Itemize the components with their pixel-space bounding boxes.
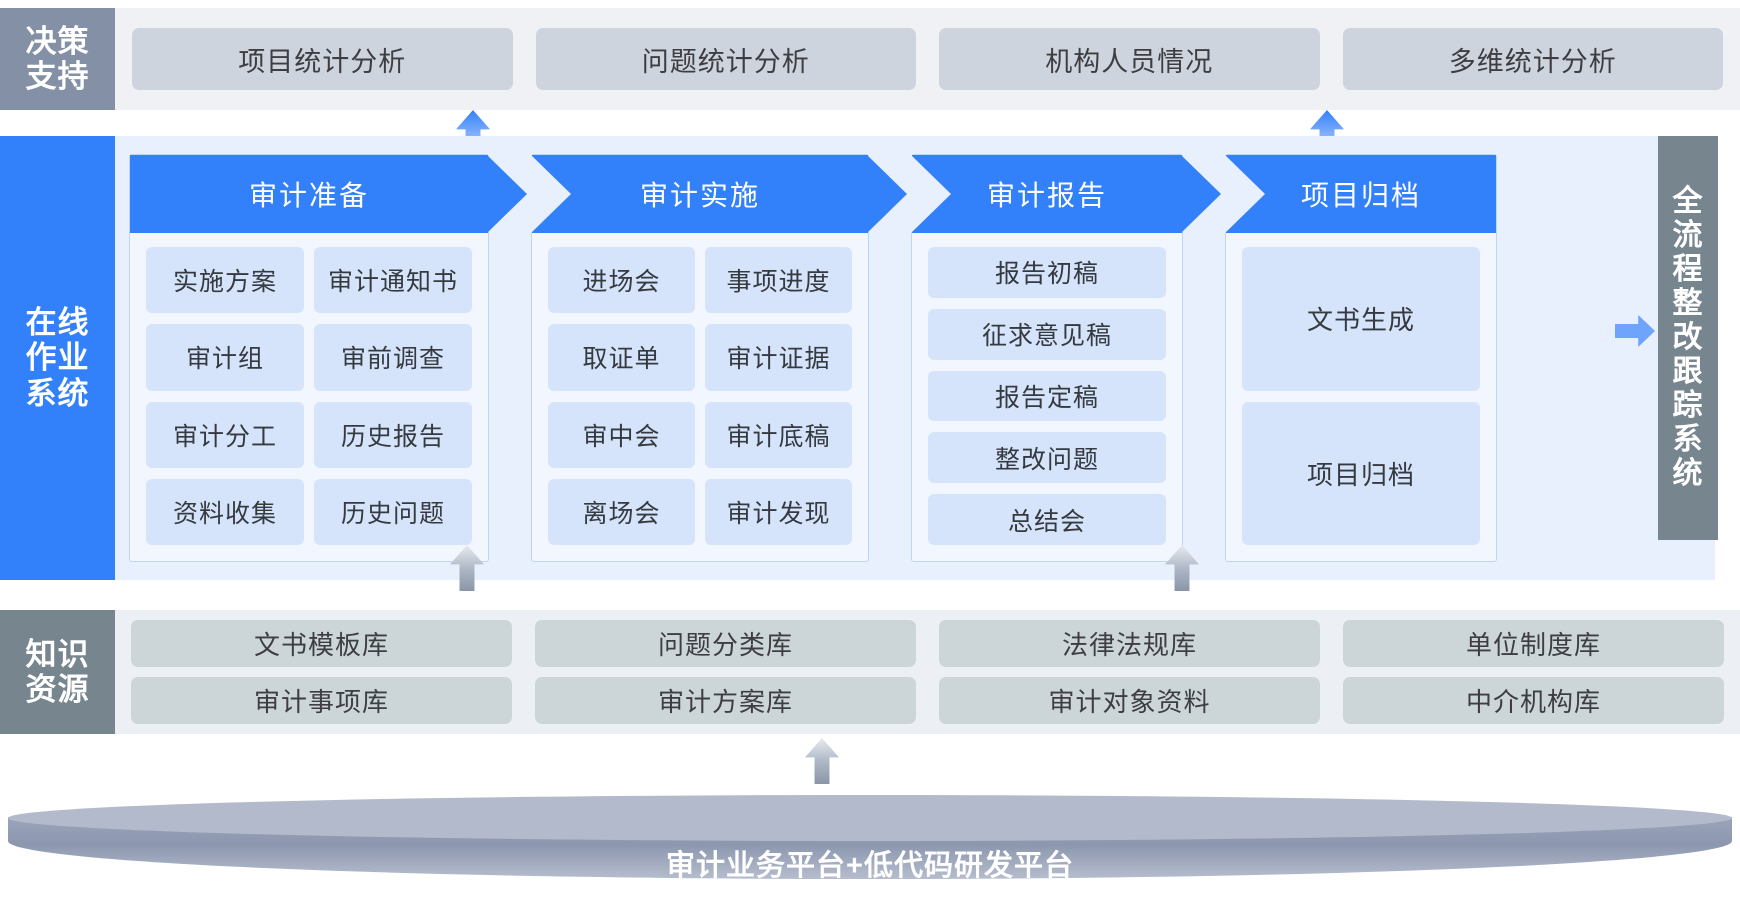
tile-entry-meeting[interactable]: 进场会: [548, 247, 695, 314]
decision-card-issue-stats[interactable]: 问题统计分析: [535, 28, 916, 90]
tile-audit-division[interactable]: 审计分工: [146, 401, 304, 468]
tile-item-progress[interactable]: 事项进度: [705, 247, 852, 314]
band-label-line-2: 作业: [25, 340, 90, 376]
band-label-line-2: 资源: [25, 672, 90, 707]
band-label-line-1: 在线: [25, 305, 90, 340]
knowledge-card-document-template-library[interactable]: 文书模板库: [131, 620, 512, 667]
tile-project-archive[interactable]: 项目归档: [1242, 401, 1480, 545]
cylinder-top-ellipse: [8, 795, 1732, 841]
online-work-system-row: 在线 作业 系统 审计准备 实施方案 审计通知书 审计组 审前调查 审计分工 历…: [0, 136, 1740, 580]
knowledge-cards: 文书模板库 问题分类库 法律法规库 单位制度库 审计事项库 审计方案库 审计对象…: [115, 610, 1740, 734]
stage-title-audit-execution: 审计实施: [531, 155, 907, 233]
stage-items-audit-report: 报告初稿 征求意见稿 报告定稿 整改问题 总结会: [912, 233, 1182, 561]
knowledge-resources-row: 知识 资源 文书模板库 问题分类库 法律法规库 单位制度库 审计事项库 审计方案…: [0, 610, 1740, 734]
decision-card-multidim-stats[interactable]: 多维统计分析: [1342, 28, 1723, 90]
right-spacer: [1715, 136, 1740, 580]
tile-audit-team[interactable]: 审计组: [146, 324, 304, 391]
tracking-system-label: 全流程整改跟踪系统: [1672, 185, 1704, 490]
knowledge-card-issue-classification-library[interactable]: 问题分类库: [535, 620, 916, 667]
band-label-line-1: 知识: [25, 636, 90, 672]
tile-audit-findings[interactable]: 审计发现: [705, 478, 852, 545]
tile-comment-draft[interactable]: 征求意见稿: [928, 308, 1166, 360]
stage-title-audit-preparation: 审计准备: [130, 155, 527, 233]
knowledge-row-2: 审计事项库 审计方案库 审计对象资料 中介机构库: [131, 677, 1724, 724]
band-label-line-2: 支持: [25, 59, 90, 94]
tile-summary-meeting[interactable]: 总结会: [928, 494, 1166, 545]
tile-mid-audit-meeting[interactable]: 审中会: [548, 401, 695, 468]
tile-evidence-form[interactable]: 取证单: [548, 324, 695, 391]
tile-historical-issues[interactable]: 历史问题: [314, 478, 472, 545]
stage-audit-preparation: 审计准备 实施方案 审计通知书 审计组 审前调查 审计分工 历史报告 资料收集 …: [129, 154, 527, 562]
tile-final-report[interactable]: 报告定稿: [928, 370, 1166, 422]
tile-rectification-issues[interactable]: 整改问题: [928, 432, 1166, 484]
band-label-online-work-system: 在线 作业 系统: [0, 136, 115, 580]
stage-title-audit-report: 审计报告: [911, 155, 1221, 233]
decision-card-org-personnel[interactable]: 机构人员情况: [939, 28, 1320, 90]
stage-audit-report: 审计报告 报告初稿 征求意见稿 报告定稿 整改问题 总结会: [911, 154, 1221, 562]
knowledge-card-audit-target-materials[interactable]: 审计对象资料: [939, 677, 1320, 724]
stage-items-audit-preparation: 实施方案 审计通知书 审计组 审前调查 审计分工 历史报告 资料收集 历史问题: [130, 233, 488, 561]
workflow-stages: 审计准备 实施方案 审计通知书 审计组 审前调查 审计分工 历史报告 资料收集 …: [115, 136, 1715, 580]
decision-support-row: 决策 支持 项目统计分析 问题统计分析 机构人员情况 多维统计分析: [0, 8, 1740, 110]
tile-exit-meeting[interactable]: 离场会: [548, 478, 695, 545]
tile-historical-report[interactable]: 历史报告: [314, 401, 472, 468]
arrow-up-to-knowledge: [805, 738, 839, 784]
knowledge-card-intermediary-agency-library[interactable]: 中介机构库: [1343, 677, 1724, 724]
decision-card-project-stats[interactable]: 项目统计分析: [132, 28, 513, 90]
stage-items-project-archiving: 文书生成 项目归档: [1226, 233, 1496, 561]
decision-support-cards: 项目统计分析 问题统计分析 机构人员情况 多维统计分析: [115, 8, 1740, 110]
tile-data-collection[interactable]: 资料收集: [146, 478, 304, 545]
tile-audit-evidence[interactable]: 审计证据: [705, 324, 852, 391]
stage-items-audit-execution: 进场会 事项进度 取证单 审计证据 审中会 审计底稿 离场会 审计发现: [532, 233, 868, 561]
knowledge-row-1: 文书模板库 问题分类库 法律法规库 单位制度库: [131, 620, 1724, 667]
stage-title-project-archiving: 项目归档: [1225, 155, 1496, 233]
tile-report-draft[interactable]: 报告初稿: [928, 247, 1166, 298]
knowledge-card-law-regulation-library[interactable]: 法律法规库: [939, 620, 1320, 667]
tile-audit-notice[interactable]: 审计通知书: [314, 247, 472, 314]
band-label-tracking-system: 全流程整改跟踪系统: [1658, 136, 1718, 540]
band-label-line-1: 决策: [25, 23, 90, 59]
band-label-knowledge-resources: 知识 资源: [0, 610, 115, 734]
platform-cylinder: 审计业务平台+低代码研发平台: [8, 795, 1732, 890]
tile-document-generation[interactable]: 文书生成: [1242, 247, 1480, 391]
tile-pre-audit-survey[interactable]: 审前调查: [314, 324, 472, 391]
band-label-decision-support: 决策 支持: [0, 8, 115, 110]
stage-audit-execution: 审计实施 进场会 事项进度 取证单 审计证据 审中会 审计底稿 离场会 审计发现: [531, 154, 907, 562]
knowledge-card-audit-item-library[interactable]: 审计事项库: [131, 677, 512, 724]
tile-implementation-plan[interactable]: 实施方案: [146, 247, 304, 314]
stage-project-archiving: 项目归档 文书生成 项目归档: [1225, 154, 1497, 562]
tile-audit-working-paper[interactable]: 审计底稿: [705, 401, 852, 468]
band-label-line-3: 系统: [25, 375, 90, 411]
knowledge-card-unit-system-library[interactable]: 单位制度库: [1343, 620, 1724, 667]
knowledge-card-audit-plan-library[interactable]: 审计方案库: [535, 677, 916, 724]
platform-label: 审计业务平台+低代码研发平台: [666, 850, 1074, 882]
